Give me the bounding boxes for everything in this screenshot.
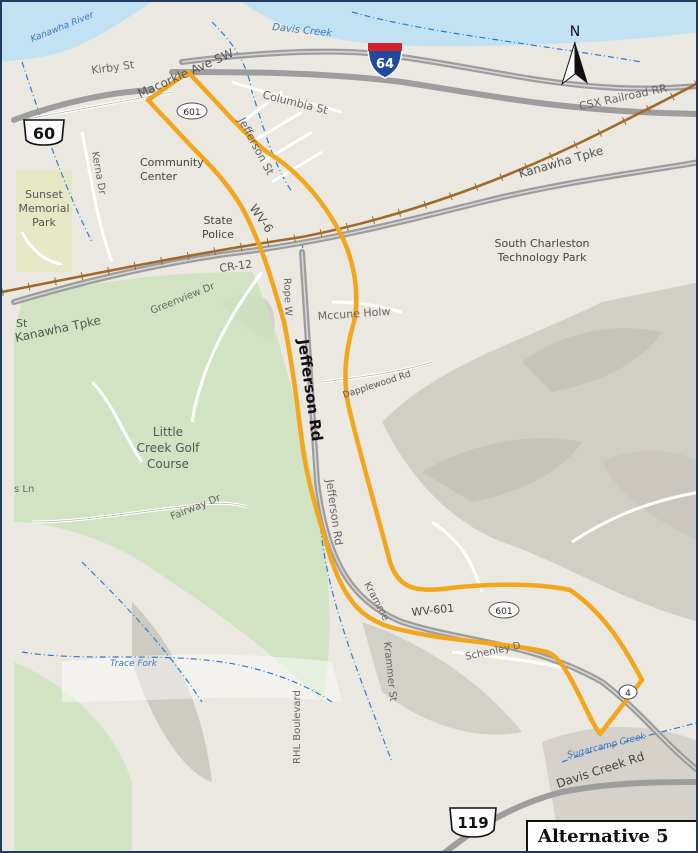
route-601-number-north: 601	[183, 108, 200, 118]
golf-course-area	[14, 272, 330, 702]
label-community-center-line2: Center	[140, 170, 178, 183]
map-title-box: Alternative 5	[526, 820, 696, 851]
north-arrow: N	[561, 24, 588, 86]
map-title: Alternative 5	[538, 826, 669, 847]
label-cr-12: CR-12	[219, 258, 253, 275]
label-mccune-holw: Mccune Holw	[317, 305, 391, 323]
label-sunset-line1: Sunset	[25, 188, 63, 201]
alternative-5-outline	[145, 69, 645, 737]
route-601-shield-north: 601	[176, 102, 208, 120]
route-601-shield-south: 601	[488, 601, 520, 619]
us-119-shield: 119	[449, 807, 497, 838]
label-rope-w: Rope W	[281, 278, 293, 317]
label-sunset-line2: Memorial	[18, 202, 69, 215]
us-60-shield: 60	[23, 119, 65, 146]
trace-fork-valley	[62, 654, 342, 702]
railroad-line	[2, 82, 696, 294]
label-golf-line3: Course	[147, 457, 189, 471]
park-area-lower-left	[14, 662, 132, 851]
highway-centerlines	[13, 50, 696, 770]
interstate-64-number: 64	[376, 57, 394, 72]
label-sunset-line3: Park	[32, 216, 56, 229]
label-rhl-boulevard: RHL Boulevard	[292, 690, 303, 764]
route-4-number: 4	[625, 689, 631, 699]
route-4-shield: 4	[618, 684, 638, 700]
route-601-number-south: 601	[495, 607, 512, 617]
label-golf-line1: Little	[153, 425, 183, 439]
label-golf-line2: Creek Golf	[137, 441, 201, 455]
label-tech-park-line2: Technology Park	[497, 251, 588, 264]
label-tech-park-line1: South Charleston	[495, 237, 590, 250]
kanawha-river	[2, 2, 152, 62]
us-119-number: 119	[457, 814, 488, 832]
us-60-number: 60	[33, 124, 55, 143]
label-ln-left: s Ln	[14, 484, 34, 495]
label-wv-601: WV-601	[411, 602, 455, 619]
label-kirby-st: Kirby St	[91, 58, 136, 77]
label-state-police-line2: Police	[202, 228, 234, 241]
label-community-center-line1: Community	[140, 156, 204, 169]
label-trace-fork: Trace Fork	[110, 659, 158, 669]
interstate-64-shield: 64	[367, 43, 403, 79]
label-state-police-line1: State	[203, 214, 232, 227]
label-st-left: St	[16, 317, 28, 330]
north-label: N	[570, 24, 580, 40]
